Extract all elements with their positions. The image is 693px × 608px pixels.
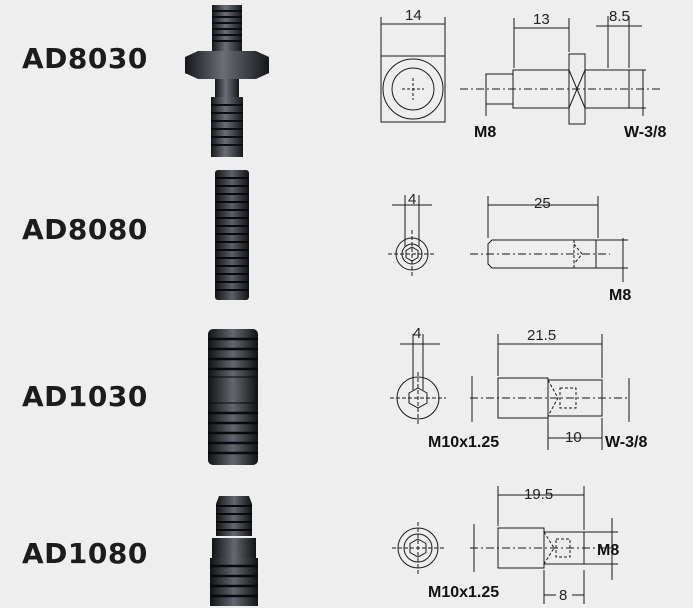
ad1080-dim-thread: 8	[559, 587, 567, 604]
product-code-ad8080: AD8080	[22, 213, 148, 246]
ad8030-dim-length: 13	[533, 11, 550, 28]
ad8030-dim-width: 14	[405, 7, 422, 24]
ad8030-dim-thread: 8.5	[609, 8, 630, 25]
ad1030-thread-left: M10x1.25	[428, 434, 499, 451]
ad1080-dim-length: 19.5	[524, 486, 553, 503]
ad1080-thread-left: M10x1.25	[428, 584, 499, 601]
ad8080-thread-right: M8	[609, 287, 631, 304]
ad1030-adapter-photo	[208, 329, 258, 465]
ad8080-drawing: 4 25 M8	[388, 191, 631, 304]
ad1080-adapter-photo	[210, 496, 258, 606]
ad8030-thread-left: M8	[474, 124, 496, 141]
ad8080-dim-diameter: 4	[408, 191, 416, 208]
ad8030-thread-right: W-3/8	[624, 124, 666, 141]
ad1030-thread-right: W-3/8	[605, 434, 647, 451]
ad8030-drawing: 14 13 8.5 M8 W-3/8	[380, 7, 666, 141]
ad1030-dim-diameter: 4	[413, 325, 421, 342]
ad1080-thread-right: M8	[597, 542, 619, 559]
product-code-ad1030: AD1030	[22, 380, 148, 413]
ad8030-adapter-photo	[185, 5, 269, 157]
product-code-ad1080: AD1080	[22, 537, 148, 570]
ad8080-dim-length: 25	[534, 195, 551, 212]
ad1030-dim-length: 21.5	[527, 327, 556, 344]
ad1030-drawing: 4 21.5 10 M10x1.25 W-3/8	[390, 325, 647, 451]
product-code-ad8030: AD8030	[22, 42, 148, 75]
ad8080-setscrew-photo	[215, 170, 249, 300]
ad1030-dim-thread: 10	[565, 429, 582, 446]
